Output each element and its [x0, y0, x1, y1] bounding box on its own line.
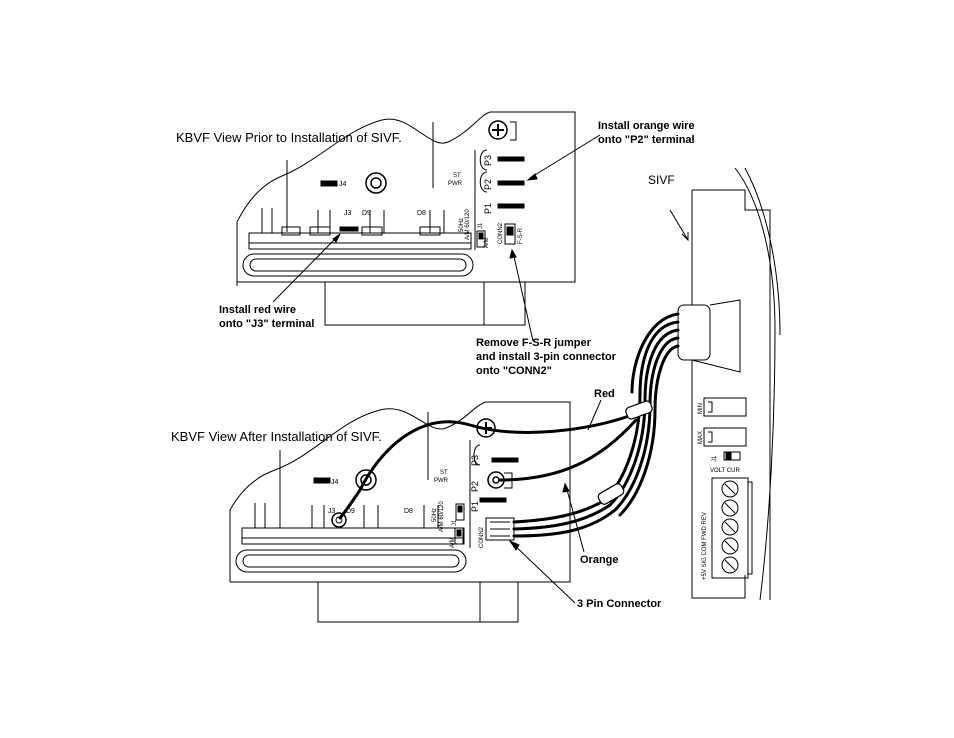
label-st-after: ST — [440, 470, 448, 476]
label-p3-after: P3 — [470, 455, 480, 466]
label-j4-after: J4 — [331, 479, 339, 486]
callout-orange-line1: Install orange wire — [598, 120, 695, 132]
label-d9: D9 — [362, 210, 371, 217]
label-hz: 50Hz — [459, 218, 465, 232]
callout-conn2-line1: Remove F-S-R jumper — [476, 337, 592, 349]
label-j3-after: J3 — [328, 508, 336, 515]
label-j1: J1 — [478, 222, 484, 229]
sivf-label-min: MIN — [698, 403, 704, 414]
sivf-label-max: MAX — [698, 431, 704, 444]
label-p3: P3 — [483, 155, 493, 166]
label-am: A/M — [484, 237, 490, 248]
callout-conn2-line3: onto "CONN2" — [476, 365, 552, 377]
label-am-after: A/M — [450, 537, 456, 548]
label-p2: P2 — [483, 179, 493, 190]
kbvf-after-view — [229, 401, 571, 623]
label-st: ST — [453, 173, 461, 179]
title-before: KBVF View Prior to Installation of SIVF. — [176, 130, 402, 145]
label-fsr: F-S-R — [518, 227, 524, 244]
leader-lines-bottom — [508, 399, 602, 604]
label-pwr-after: PWR — [434, 478, 449, 484]
callout-red-wire: Red — [594, 388, 615, 400]
label-hz-after: 50Hz — [432, 508, 438, 522]
wire-harness — [338, 312, 680, 538]
label-am60: A/M 60/120 — [465, 209, 471, 240]
title-after: KBVF View After Installation of SIVF. — [171, 429, 382, 444]
label-p2-after: P2 — [470, 481, 480, 492]
sivf-label-j1: J1 — [712, 455, 718, 462]
label-j3: J3 — [344, 210, 352, 217]
cable-ties — [597, 400, 653, 505]
callout-orange-wire: Orange — [580, 554, 619, 566]
label-j1-after: J1 — [452, 519, 458, 526]
callout-orange-line2: onto "P2" terminal — [598, 134, 695, 146]
label-pwr: PWR — [448, 181, 463, 187]
callout-3pin: 3 Pin Connector — [577, 598, 662, 610]
leader-lines-top — [272, 134, 601, 342]
label-conn2-after: CONN2 — [479, 526, 485, 548]
label-conn2: CONN2 — [498, 222, 504, 244]
sivf-arrow — [669, 209, 689, 242]
sivf-label-terminals: +5V SIG COM FWD REV — [702, 512, 708, 580]
callout-red-line1: Install red wire — [219, 304, 296, 316]
label-p1: P1 — [483, 203, 493, 214]
callout-conn2-line2: and install 3-pin connector — [476, 351, 617, 363]
sivf-module — [677, 167, 781, 601]
callout-red-line2: onto "J3" terminal — [219, 318, 314, 330]
label-d9-after: D9 — [346, 508, 355, 515]
label-p1-after: P1 — [470, 501, 480, 512]
sivf-title: SIVF — [648, 173, 675, 187]
label-j4: J4 — [339, 181, 347, 188]
sivf-label-volt-cur: VOLT CUR — [710, 468, 740, 474]
label-d8-after: D8 — [404, 508, 413, 515]
label-am60-after: A/M 60/120 — [439, 501, 445, 532]
label-d8: D8 — [417, 210, 426, 217]
